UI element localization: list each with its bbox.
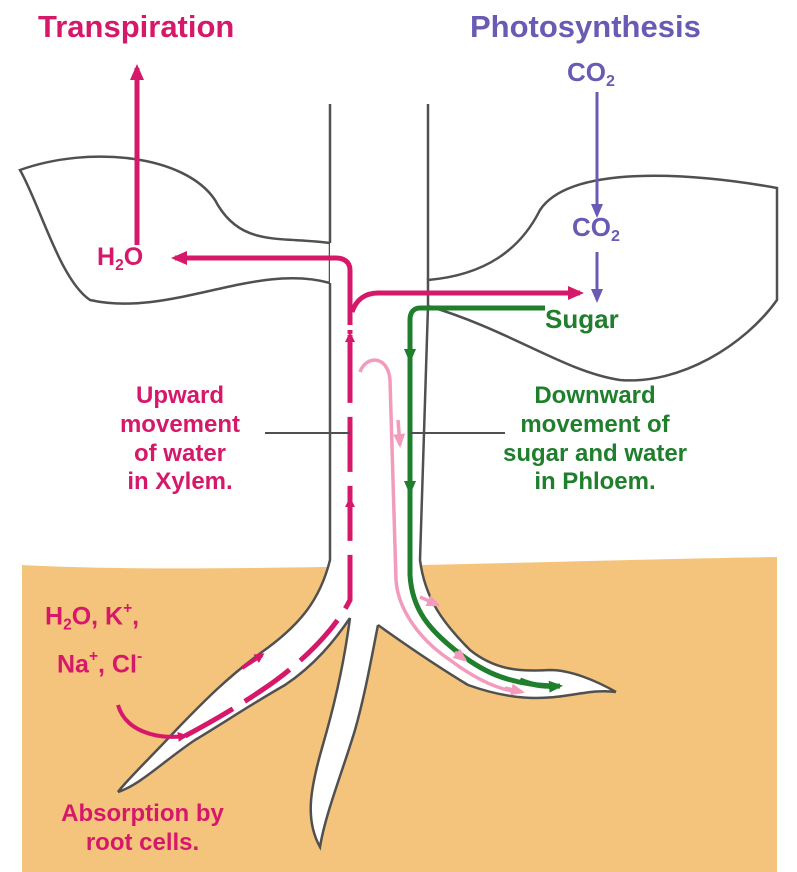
downward-line-1: Downward [470,382,720,411]
ion-na: Na [57,651,89,679]
h2o-h: H [97,243,115,271]
ion-h-sub: 2 [63,617,72,634]
transpiration-title: Transpiration [38,10,234,45]
co2-leaf-label: CO2 [572,213,620,245]
upward-line-1: Upward [95,382,265,411]
ions-label-line-1: H2O, K+, [45,600,139,634]
absorption-line-1: Absorption by [35,800,250,829]
ion-na-sup: + [89,648,98,665]
co2-top-sub: 2 [606,72,615,90]
ion-k-sup: + [123,600,132,617]
absorption-line-2: root cells. [35,829,250,858]
downward-line-2: movement of [470,411,720,440]
ion-cl-sup: - [137,648,142,665]
left-leaf [20,157,330,304]
h2o-sub: 2 [115,257,124,274]
upward-movement-label: Upward movement of water in Xylem. [95,382,265,497]
sugar-label: Sugar [545,305,619,334]
co2-top-base: CO [567,57,606,87]
downward-line-4: in Phloem. [470,468,720,497]
upward-line-4: in Xylem. [95,468,265,497]
photosynthesis-title: Photosynthesis [470,10,701,45]
upward-line-3: of water [95,440,265,469]
co2-leaf-base: CO [572,212,611,242]
ion-cl: , Cl [98,651,137,679]
pink-arrow-1 [398,420,400,445]
h2o-leaf-label: H2O [97,243,143,274]
upward-line-2: movement [95,411,265,440]
ion-o-k: O, K [72,603,123,631]
co2-leaf-sub: 2 [611,227,620,245]
h2o-o: O [124,243,143,271]
downward-movement-label: Downward movement of sugar and water in … [470,382,720,497]
co2-top-label: CO2 [567,58,615,90]
ion-comma: , [132,603,139,631]
ions-label-line-2: Na+, Cl- [57,648,142,679]
absorption-label: Absorption by root cells. [35,800,250,858]
ion-h: H [45,603,63,631]
downward-line-3: sugar and water [470,440,720,469]
right-leaf [428,176,777,381]
